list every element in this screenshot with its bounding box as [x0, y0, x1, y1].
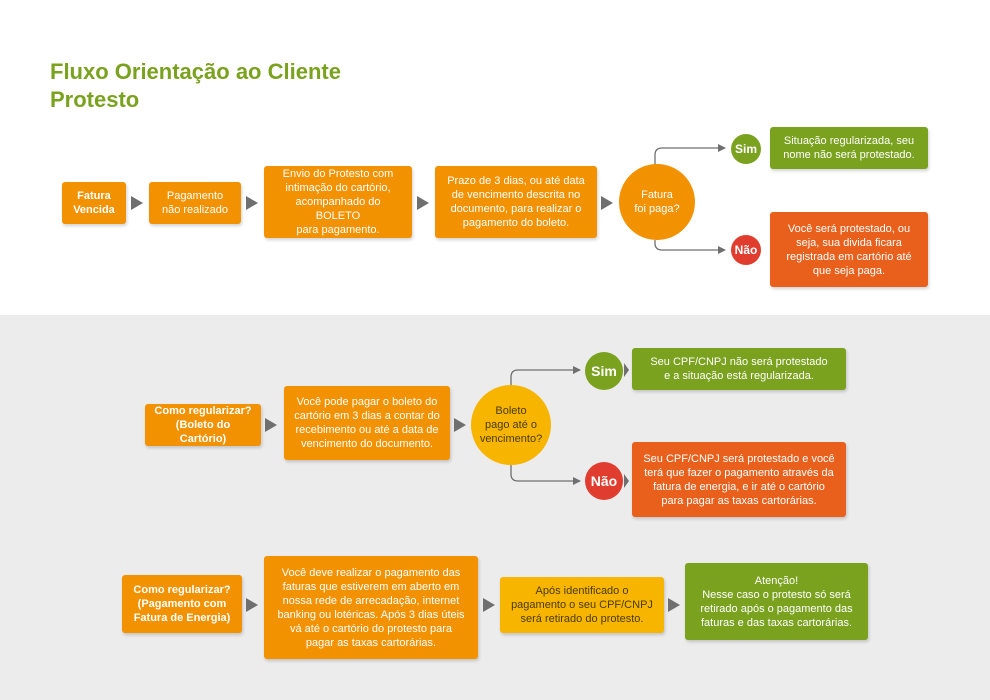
fatura-paga-decision: Fatura foi paga?: [619, 164, 695, 240]
branch-f2-nao: [510, 464, 581, 485]
envio-protesto-box: Envio do Protesto com intimação do cartó…: [264, 166, 412, 238]
arrow-f3-1: [246, 598, 258, 612]
title-line-2: Protesto: [50, 87, 140, 112]
boleto-pago-decision: Boleto pago até o vencimento?: [471, 385, 551, 465]
arrow-f1-3: [417, 196, 429, 210]
nao-label: Não: [585, 462, 623, 500]
arrow-f2-1: [265, 418, 277, 432]
arrow-f3-2: [483, 598, 495, 612]
arrow-f2-nao-result: [624, 474, 629, 488]
nao-label: Não: [731, 235, 761, 265]
cpf-protestado-box: Seu CPF/CNPJ será protestado e você terá…: [632, 442, 846, 517]
como-regularizar-boleto-box: Como regularizar? (Boleto do Cartório): [145, 404, 261, 446]
sim-label: Sim: [585, 352, 623, 390]
prazo-pagamento-box: Prazo de 3 dias, ou até data de vencimen…: [435, 166, 597, 238]
pagamento-nao-realizado-box: Pagamento não realizado: [149, 182, 241, 224]
pagar-boleto-cartorio-box: Você pode pagar o boleto do cartório em …: [284, 386, 450, 460]
sim-label: Sim: [731, 134, 761, 164]
arrow-f1-4: [601, 196, 613, 210]
realizar-pagamento-faturas-box: Você deve realizar o pagamento das fatur…: [264, 556, 478, 659]
sera-protestado-box: Você será protestado, ou seja, sua divid…: [770, 212, 928, 287]
apos-identificado-box: Após identificado o pagamento o seu CPF/…: [500, 577, 664, 633]
arrow-f2-sim-result: [624, 363, 629, 377]
branch-f1-sim: [654, 144, 726, 166]
page-title: Fluxo Orientação ao Cliente Protesto: [50, 58, 341, 114]
situacao-regularizada-box: Situação regularizada, seu nome não será…: [770, 127, 928, 169]
arrow-f1-1: [131, 196, 143, 210]
branch-f2-sim: [510, 366, 581, 386]
flow1-arrows: [131, 196, 613, 210]
como-regularizar-fatura-box: Como regularizar? (Pagamento com Fatura …: [122, 575, 242, 633]
atencao-box: Atenção! Nesse caso o protesto só será r…: [685, 563, 868, 640]
cpf-nao-protestado-box: Seu CPF/CNPJ não será protestado e a sit…: [632, 348, 846, 390]
arrow-f3-3: [668, 598, 680, 612]
arrow-f2-2: [454, 418, 466, 432]
fatura-vencida-box: Fatura Vencida: [62, 182, 126, 224]
branch-f1-nao: [654, 240, 726, 254]
title-line-1: Fluxo Orientação ao Cliente: [50, 59, 341, 84]
arrow-f1-2: [246, 196, 258, 210]
